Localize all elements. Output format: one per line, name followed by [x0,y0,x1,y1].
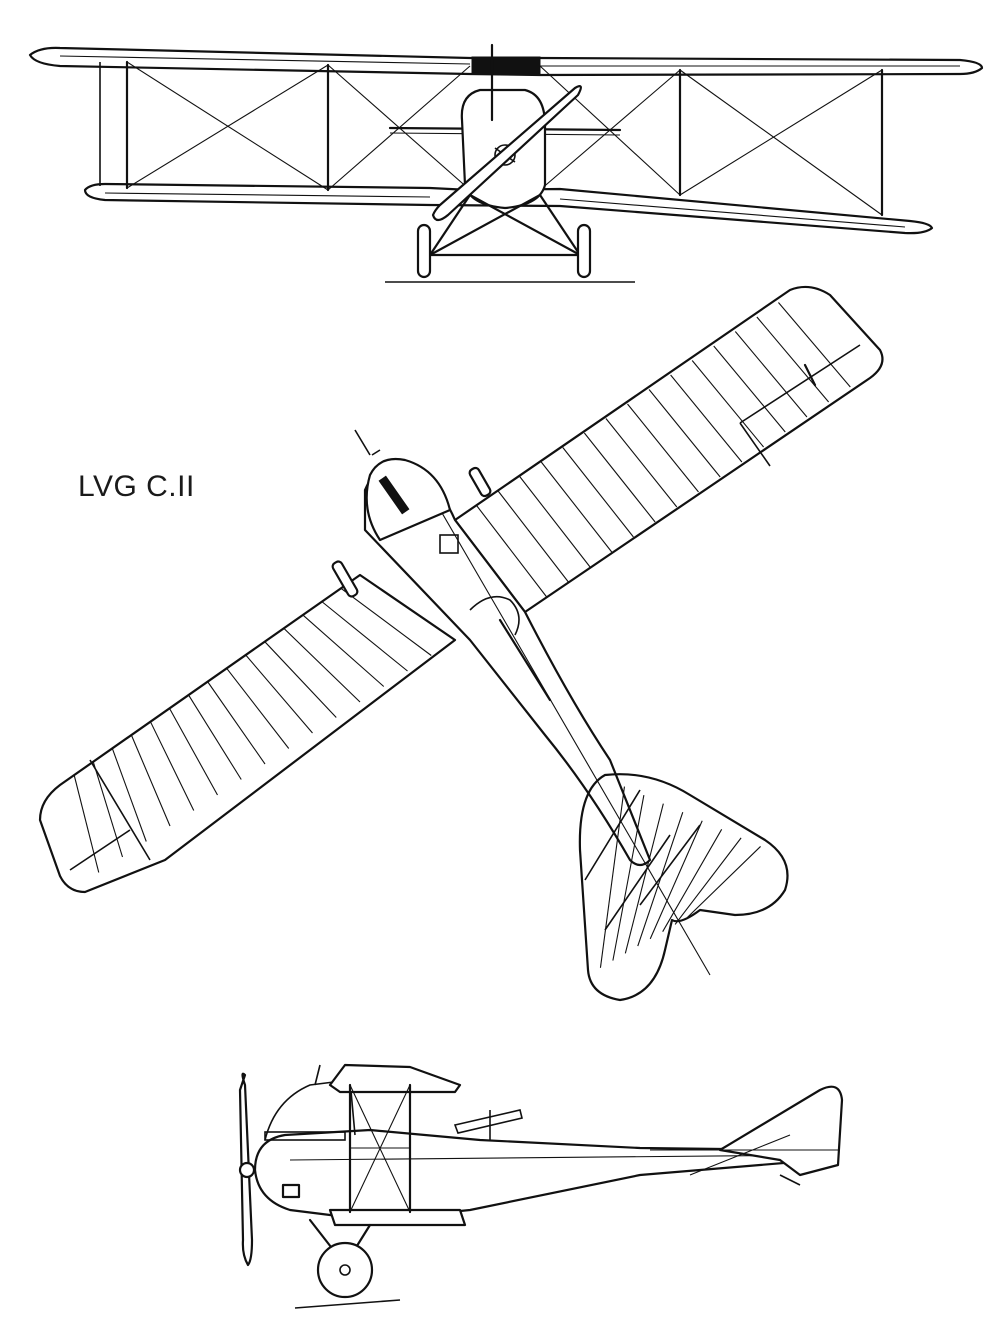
plan-tailplane [578,773,789,1002]
wing-rib [734,331,808,418]
wing-rib [130,734,171,827]
wing-rib [674,837,742,925]
wing-rib [149,721,195,811]
wing-rib [687,846,761,918]
wing-rib [756,316,830,403]
plan-gunner-ring [469,595,520,636]
wing-rib [187,694,242,780]
wing-rib [562,447,634,538]
front-view [28,43,984,283]
plan-right-wing [453,285,884,614]
wing-rib [691,360,764,448]
wing-rib [627,403,699,493]
wing-rib [245,654,313,734]
wing-rib [207,681,266,765]
wing-rib [111,747,147,842]
wing-rib [670,374,743,463]
wing-rib [583,432,656,523]
wing-rib [321,601,408,672]
side-fin-rudder [718,1085,844,1177]
plan-cabane-square [439,534,459,554]
wing-rib [612,795,645,961]
side-lower-wing [328,1208,467,1227]
side-wheel [316,1241,374,1299]
front-upper-center-section [471,56,541,75]
plan-left-strut [331,560,359,598]
wing-rib [624,803,664,954]
wing-rib [540,461,613,553]
side-engine [264,1064,356,1141]
wing-rib [168,707,218,796]
front-lower-wing [83,182,934,235]
side-upper-wing [328,1063,462,1094]
side-wires [349,1084,411,1213]
front-landing-gear [428,193,582,257]
wing-rib [497,490,569,583]
wing-rib [519,476,591,568]
front-propeller [431,85,582,222]
wing-rib [92,761,124,858]
wing-rib [340,587,432,656]
plan-right-strut [468,466,492,498]
plan-left-wing [38,573,457,894]
wing-rib [599,786,625,968]
wing-rib [648,389,721,478]
front-upper-wing [28,46,984,77]
aircraft-designation-label: LVG C.II [78,470,195,503]
wing-rib [713,345,786,433]
front-right-wheel [576,223,592,279]
wing-rib [283,627,361,703]
wing-rib [264,641,337,718]
wing-rib [662,829,723,932]
plan-view [38,285,884,1002]
side-machine-gun [453,1109,523,1140]
wing-rib [226,667,290,749]
wing-rib [605,418,678,508]
wing-rib [302,614,385,687]
wing-rib [476,505,548,598]
front-left-wheel [416,223,432,279]
wing-rib [778,302,851,388]
wing-rib [73,774,100,873]
side-ground-line [294,1299,401,1309]
wing-rib [649,820,703,940]
